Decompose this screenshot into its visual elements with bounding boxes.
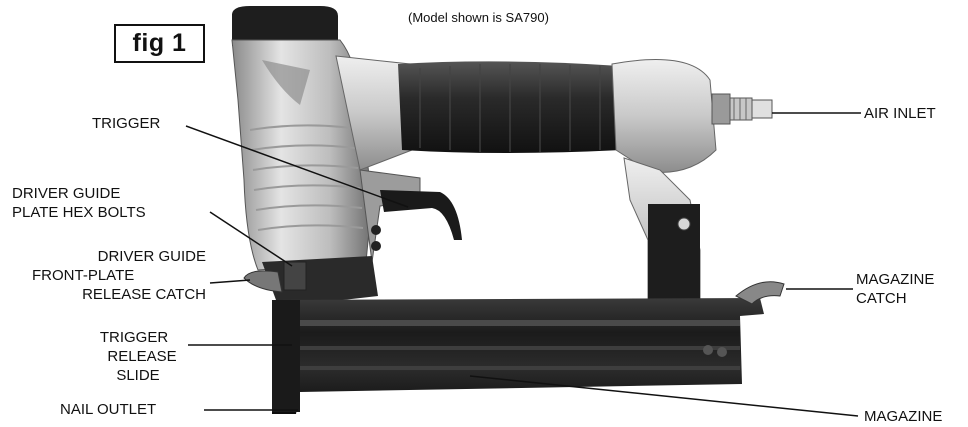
magazine-catch	[735, 281, 785, 305]
leader-front-plate	[209, 279, 251, 284]
exhaust-cap	[232, 6, 338, 46]
callout-trigger: TRIGGER	[92, 115, 161, 132]
callout-nail-outlet: NAIL OUTLET	[60, 401, 157, 418]
front-plate-catch	[243, 270, 283, 293]
leader-trigger	[185, 125, 409, 208]
model-caption: (Model shown is SA790)	[408, 10, 549, 25]
trigger-housing	[359, 169, 421, 263]
trigger	[380, 190, 462, 240]
callout-magazine: MAGAZINE	[864, 408, 943, 425]
leader-driver-bolts	[209, 211, 293, 267]
callout-front-plate-release-catch: DRIVER GUIDE FRONT-PLATE RELEASE CATCH	[32, 248, 206, 303]
callout-magazine-catch: MAGAZINE CATCH	[856, 271, 935, 307]
leader-lines	[185, 112, 861, 417]
nailer-body	[231, 6, 785, 414]
air-fitting	[711, 93, 773, 125]
callout-driver-guide-bolts: DRIVER GUIDE PLATE HEX BOLTS	[12, 185, 146, 221]
figure-label: fig 1	[114, 24, 205, 63]
callout-air-inlet: AIR INLET	[864, 105, 936, 122]
magazine-rail	[272, 298, 764, 414]
rear-cap	[611, 59, 717, 174]
leader-magazine	[469, 375, 859, 417]
callout-trigger-release-slide: TRIGGER RELEASE SLIDE	[99, 329, 177, 384]
